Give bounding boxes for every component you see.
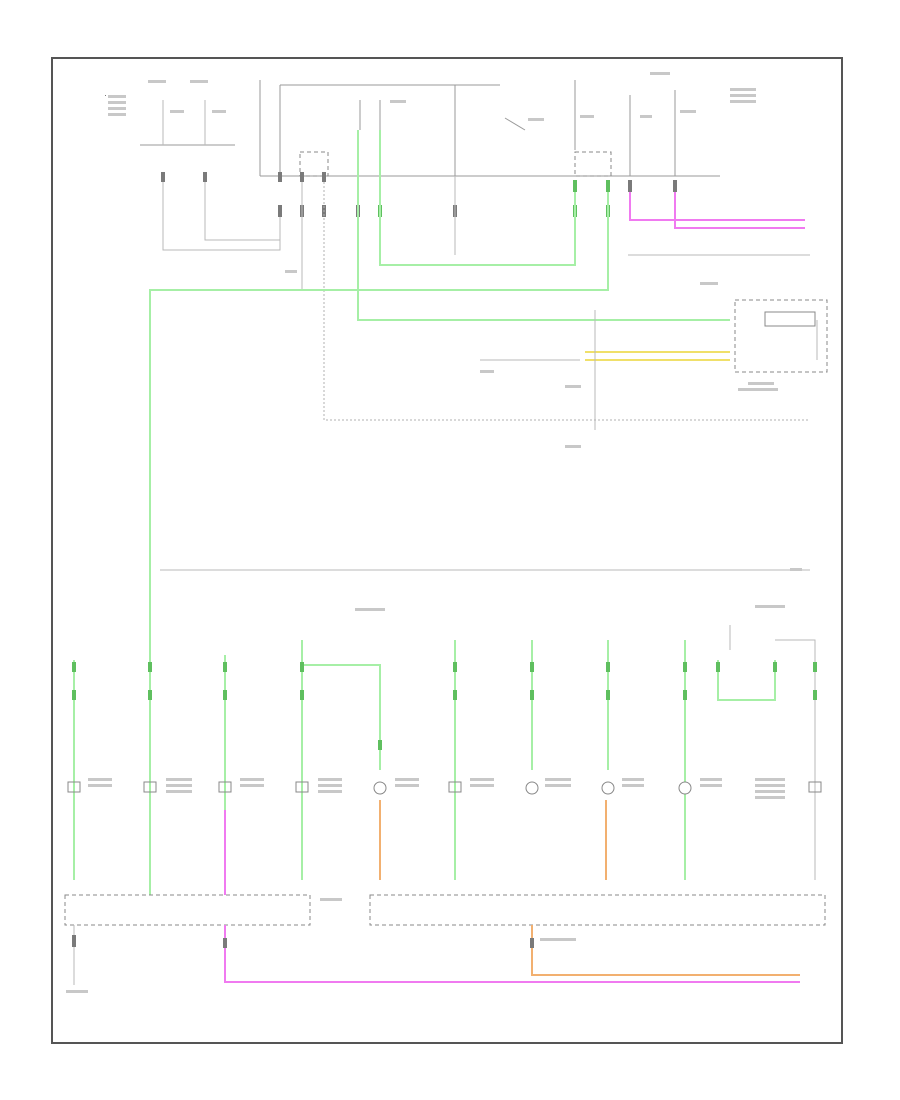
bottom-labels [66,605,785,993]
top-labels [108,72,756,121]
diagram-frame [51,57,843,1044]
lamp-columns [67,625,822,895]
ground-bar-left [64,894,311,926]
top-wiring [149,130,828,640]
top-connector-pins [161,172,677,217]
ground-bars [64,894,826,985]
ground-bar-right [369,894,826,926]
mid-labels [285,270,802,571]
control-module [734,299,828,373]
top-junction-block [105,80,720,177]
